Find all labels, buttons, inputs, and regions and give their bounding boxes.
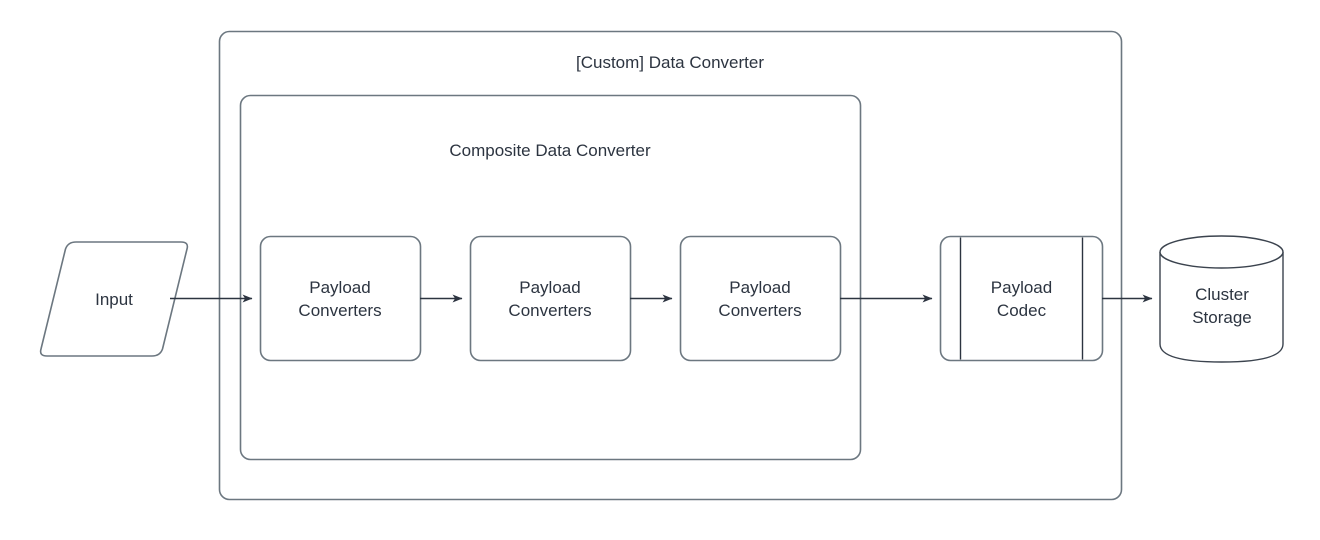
node-input-shape[interactable]	[39, 241, 189, 357]
node-payload-converters-1-shape[interactable]	[259, 235, 422, 362]
container-title-custom-data-converter: [Custom] Data Converter	[575, 53, 764, 72]
node-payload-codec-shape[interactable]	[939, 235, 1104, 362]
node-payload-converters-2-shape[interactable]	[469, 235, 632, 362]
container-title-composite-data-converter: Composite Data Converter	[449, 141, 651, 160]
node-cluster-storage-shape[interactable]	[1159, 235, 1284, 363]
node-payload-converters-3-shape[interactable]	[679, 235, 842, 362]
